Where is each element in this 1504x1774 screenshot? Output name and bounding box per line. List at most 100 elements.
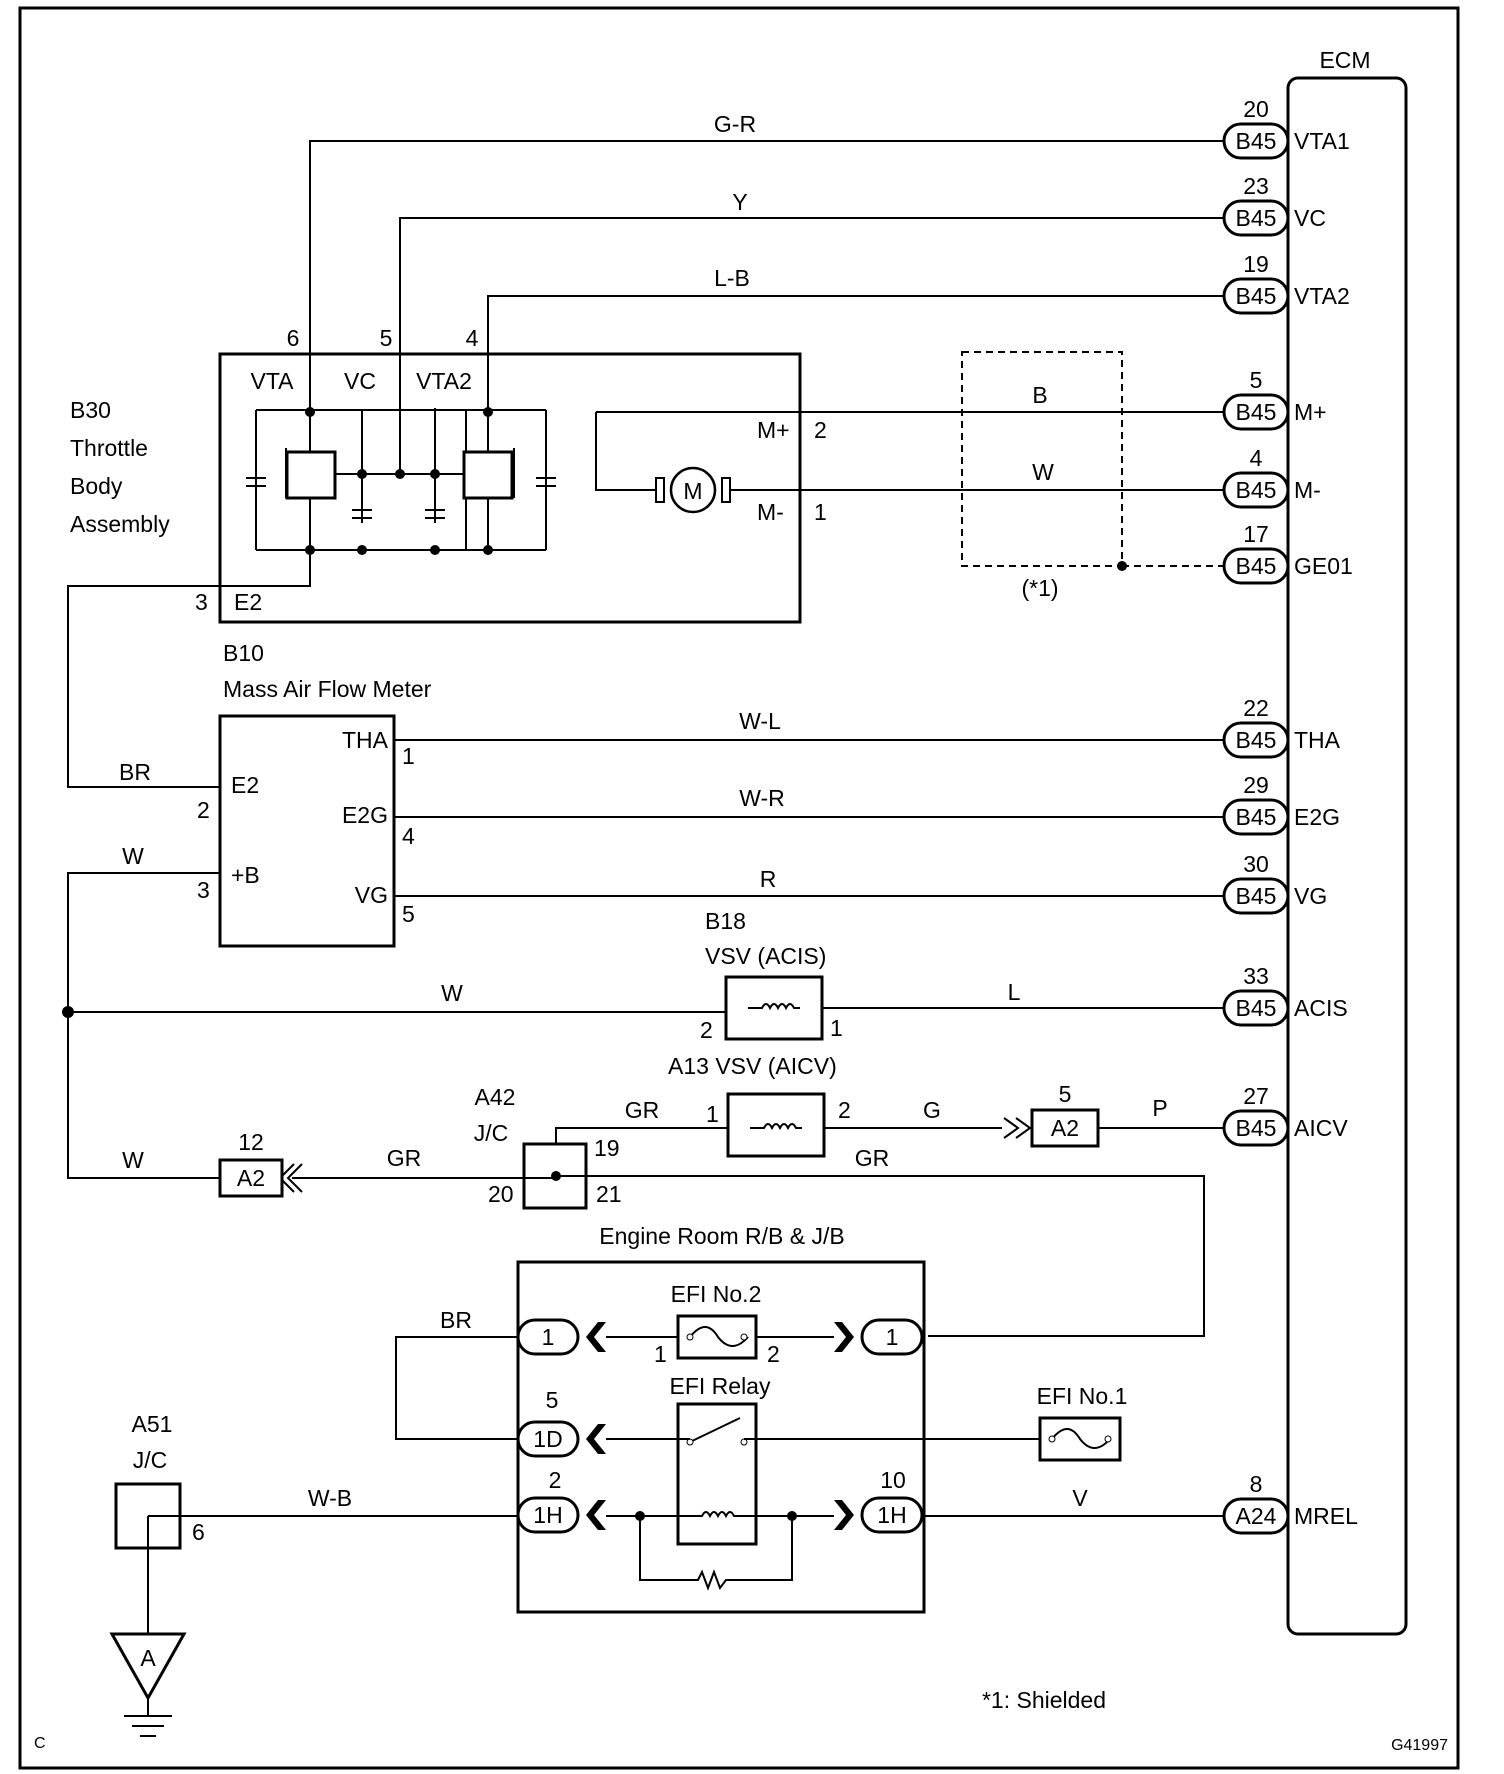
maf-name: Mass Air Flow Meter bbox=[223, 676, 432, 702]
vsv-aicv-pin-1: 1 bbox=[706, 1101, 719, 1127]
ecm-pin-list: B4520VTA1B4523VCB4519VTA2B455M+B454M-B45… bbox=[1222, 96, 1358, 1535]
ecm-pin-name: GE01 bbox=[1294, 553, 1353, 579]
ecm-pin-number: 20 bbox=[1243, 96, 1269, 122]
throttle-body-name-3: Assembly bbox=[70, 511, 170, 537]
ecm-pin-name: M- bbox=[1294, 477, 1321, 503]
ecm-connector-code: B45 bbox=[1236, 553, 1277, 579]
efi-no1-label: EFI No.1 bbox=[1037, 1383, 1128, 1409]
ecm-connector-code: B45 bbox=[1236, 477, 1277, 503]
junction-a42: A42 J/C 19 20 21 bbox=[474, 1084, 622, 1210]
wire-color-e2g: W-R bbox=[739, 785, 785, 811]
ecm-pin-row: B45 5M+ bbox=[1222, 367, 1327, 431]
wire-color-w-plusb: W bbox=[122, 843, 144, 869]
ecm-pin-number: 30 bbox=[1243, 851, 1269, 877]
ecm-pin-number: 17 bbox=[1243, 521, 1269, 547]
pin-1: 1 bbox=[814, 499, 827, 525]
ecm-pin-name: VC bbox=[1294, 205, 1326, 231]
maf-code: B10 bbox=[223, 640, 264, 666]
wire-color-vc: Y bbox=[732, 189, 747, 215]
ecm-box bbox=[1286, 76, 1408, 1636]
ecm-connector-code: B45 bbox=[1236, 128, 1277, 154]
footnote: *1: Shielded bbox=[982, 1687, 1106, 1713]
ecm-pin-name: M+ bbox=[1294, 399, 1327, 425]
connector-a2-right bbox=[1030, 1108, 1100, 1148]
engine-room-block: Engine Room R/B & J/B EFI No.2 1 2 EFI R… bbox=[516, 1223, 1040, 1614]
wire-jc-gr-left bbox=[292, 1176, 557, 1179]
vsv-aicv-pin-2: 2 bbox=[838, 1097, 851, 1123]
sensor-element-left bbox=[285, 450, 337, 500]
motor-icon: M bbox=[655, 466, 731, 514]
jc-a42-name: J/C bbox=[474, 1120, 509, 1146]
pin-2: 2 bbox=[814, 417, 827, 443]
connector-a2-right-pin: 5 bbox=[1059, 1081, 1072, 1107]
wire-color-m-plus: B bbox=[1032, 382, 1047, 408]
ground-symbol bbox=[109, 1632, 187, 1702]
conn-left-1: 1 bbox=[542, 1324, 555, 1350]
vsv-acis-pin-2: 2 bbox=[700, 1017, 713, 1043]
wire-color-v: V bbox=[1072, 1485, 1088, 1511]
ecm-pin-name: AICV bbox=[1294, 1115, 1348, 1141]
relay-resistor-icon bbox=[639, 1516, 793, 1591]
ecm-pin-number: 5 bbox=[1250, 367, 1263, 393]
vsv-acis-name: VSV (ACIS) bbox=[705, 943, 826, 969]
wire-e2-br bbox=[67, 585, 220, 788]
coil-icon-aicv bbox=[750, 1123, 802, 1131]
jc-a51-code: A51 bbox=[132, 1411, 173, 1437]
terminal-m-minus: M- bbox=[757, 499, 784, 525]
terminal-vta: VTA bbox=[250, 368, 294, 394]
jc-a51-pin: 6 bbox=[192, 1519, 205, 1545]
wire-color-acis-w: W bbox=[441, 980, 463, 1006]
efi-no2-label: EFI No.2 bbox=[671, 1281, 762, 1307]
ecm-pin-name: THA bbox=[1294, 727, 1341, 753]
ecm-connector-code: B45 bbox=[1236, 399, 1277, 425]
terminal-vta2: VTA2 bbox=[416, 368, 472, 394]
ecm-pin-name: VG bbox=[1294, 883, 1327, 909]
terminal-m-plus: M+ bbox=[757, 417, 790, 443]
connector-a2-left bbox=[218, 1158, 284, 1198]
conn-left-1h: 1H bbox=[533, 1502, 562, 1528]
ecm-pin-name: VTA1 bbox=[1294, 128, 1350, 154]
wire-color-m-minus: W bbox=[1032, 459, 1054, 485]
ecm-pin-name: VTA2 bbox=[1294, 283, 1350, 309]
terminal-vc: VC bbox=[344, 368, 376, 394]
vsv-acis-code: B18 bbox=[705, 908, 746, 934]
throttle-body-name-1: Throttle bbox=[70, 435, 148, 461]
ecm-pin-name: MREL bbox=[1294, 1503, 1358, 1529]
maf-pin-1: 1 bbox=[402, 743, 415, 769]
ecm-connector-code: A24 bbox=[1236, 1503, 1277, 1529]
junction-a51: A51 J/C 6 A bbox=[109, 1411, 205, 1737]
jc-a42-pin-19: 19 bbox=[594, 1135, 620, 1161]
efi-no2-pin-1: 1 bbox=[654, 1341, 667, 1367]
ecm: ECM bbox=[1286, 47, 1408, 1636]
wire-vta1 bbox=[309, 140, 1224, 354]
ecm-title: ECM bbox=[1319, 47, 1370, 73]
wire-color-a2-w: W bbox=[122, 1147, 144, 1173]
jc-a51-name: J/C bbox=[133, 1447, 168, 1473]
wire-color-vta1: G-R bbox=[714, 111, 756, 137]
wire-plusb-w bbox=[67, 872, 220, 1179]
figure-id: G41997 bbox=[1391, 1737, 1448, 1754]
ecm-pin-number: 33 bbox=[1243, 963, 1269, 989]
sensor-element-right bbox=[462, 450, 514, 500]
shield-ref: (*1) bbox=[1021, 575, 1058, 601]
maf-pin-5: 5 bbox=[402, 901, 415, 927]
relay-switch-icon bbox=[689, 1417, 741, 1443]
ecm-pin-number: 23 bbox=[1243, 173, 1269, 199]
wire-color-aicv-gr: GR bbox=[625, 1097, 660, 1123]
conn-right-1h: 1H bbox=[877, 1502, 906, 1528]
efi-relay-label: EFI Relay bbox=[670, 1373, 771, 1399]
maf-terminal-e2: E2 bbox=[231, 772, 259, 798]
jc-a42-pin-20: 20 bbox=[488, 1181, 514, 1207]
ecm-pin-number: 29 bbox=[1243, 772, 1269, 798]
efi-relay-box bbox=[676, 1402, 758, 1546]
conn-right-1: 1 bbox=[886, 1324, 899, 1350]
pin-4: 4 bbox=[466, 325, 479, 351]
terminal-e2: E2 bbox=[234, 589, 262, 615]
